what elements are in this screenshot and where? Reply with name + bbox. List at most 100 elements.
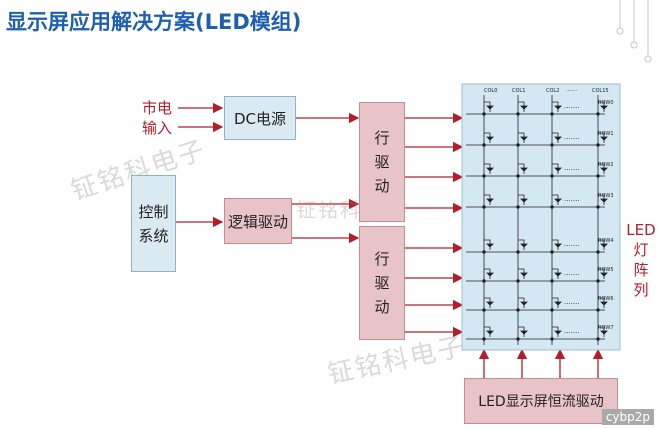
- led-diode: [520, 198, 528, 203]
- logic-driver-block: 逻辑驱动: [224, 198, 292, 244]
- led-array-label: LED 灯 阵 列: [626, 220, 656, 300]
- junction-dot: [550, 250, 554, 254]
- row-label: ROW0: [598, 100, 614, 106]
- led-diode: [486, 105, 494, 110]
- dc-power-block: DC电源: [224, 96, 296, 140]
- led-diode: [600, 301, 608, 306]
- col-label: COL2: [546, 88, 559, 94]
- ellipsis-label: ·······: [564, 135, 580, 143]
- col-label: ·······: [566, 88, 578, 94]
- ellipsis-label: ·······: [564, 104, 580, 112]
- junction-dot: [516, 279, 520, 283]
- row-label: ROW6: [598, 296, 614, 302]
- led-diode: [554, 198, 562, 203]
- led-array-label-line3: 阵: [633, 261, 649, 279]
- row-driver-top-char2: 驱: [374, 153, 390, 171]
- junction-dot: [596, 308, 600, 312]
- row-driver-bottom-char1: 行: [374, 250, 390, 268]
- row-label: ROW1: [598, 131, 614, 137]
- junction-dot: [550, 279, 554, 283]
- row-label: ROW2: [598, 162, 614, 168]
- ellipsis-label: ·······: [564, 197, 580, 205]
- ellipsis-label: ·······: [564, 271, 580, 279]
- junction-dot: [596, 337, 600, 341]
- led-diode: [520, 272, 528, 277]
- junction-dot: [482, 337, 486, 341]
- led-diode: [554, 272, 562, 277]
- led-diode: [486, 198, 494, 203]
- junction-dot: [482, 143, 486, 147]
- led-diode: [600, 198, 608, 203]
- junction-dot: [516, 250, 520, 254]
- led-diode: [600, 136, 608, 141]
- junction-dot: [482, 250, 486, 254]
- row-label: ROW4: [598, 238, 614, 244]
- ellipsis-label: ·······: [564, 166, 580, 174]
- ellipsis-label: ·······: [564, 300, 580, 308]
- junction-dot: [550, 308, 554, 312]
- led-diode: [554, 167, 562, 172]
- led-diode: [486, 136, 494, 141]
- col-label: COL15: [592, 88, 609, 94]
- junction-dot: [550, 174, 554, 178]
- row-label: ROW5: [598, 267, 614, 273]
- ellipsis-label: ·······: [564, 242, 580, 250]
- row-driver-bottom-char2: 驱: [374, 274, 390, 292]
- control-system-line1: 控制: [138, 202, 169, 221]
- ellipsis-label: ·······: [564, 329, 580, 337]
- led-diode: [520, 330, 528, 335]
- led-diode: [520, 167, 528, 172]
- junction-dot: [482, 308, 486, 312]
- junction-dot: [482, 205, 486, 209]
- junction-dot: [550, 143, 554, 147]
- led-diode: [486, 301, 494, 306]
- mains-input-label: 市电 输入: [134, 98, 180, 138]
- junction-dot: [516, 112, 520, 116]
- junction-dot: [596, 205, 600, 209]
- led-diode: [554, 301, 562, 306]
- row-driver-top-char3: 动: [374, 177, 390, 195]
- junction-dot: [550, 205, 554, 209]
- led-diode: [486, 243, 494, 248]
- junction-dot: [596, 250, 600, 254]
- led-diode: [600, 330, 608, 335]
- led-diode: [554, 136, 562, 141]
- led-diode: [520, 301, 528, 306]
- led-diode: [600, 167, 608, 172]
- led-array-label-line2: 灯: [633, 241, 649, 259]
- junction-dot: [550, 337, 554, 341]
- junction-dot: [516, 143, 520, 147]
- junction-dot: [516, 205, 520, 209]
- junction-dot: [482, 174, 486, 178]
- led-diode: [486, 330, 494, 335]
- led-diode: [554, 243, 562, 248]
- row-label: ROW3: [598, 193, 614, 199]
- junction-dot: [596, 174, 600, 178]
- junction-dot: [516, 308, 520, 312]
- led-diode: [600, 105, 608, 110]
- led-array-label-line1: LED: [626, 221, 656, 239]
- corner-badge: cybp2p: [601, 409, 654, 425]
- row-driver-bottom-block: 行 驱 动: [359, 226, 405, 340]
- row-driver-bottom-char3: 动: [374, 298, 390, 316]
- col-label: COL1: [512, 88, 525, 94]
- led-diode: [600, 272, 608, 277]
- junction-dot: [596, 112, 600, 116]
- page-title: 显示屏应用解决方案(LED模组): [6, 10, 302, 34]
- led-diode: [520, 243, 528, 248]
- control-system-block: 控制 系统: [131, 175, 176, 272]
- row-driver-top-block: 行 驱 动: [359, 102, 405, 222]
- junction-dot: [482, 279, 486, 283]
- row-label: ROW7: [598, 325, 614, 331]
- led-diode: [520, 105, 528, 110]
- constant-current-driver-block: LED显示屏恒流驱动: [464, 378, 618, 424]
- junction-dot: [596, 279, 600, 283]
- led-diode: [486, 167, 494, 172]
- led-diode: [600, 243, 608, 248]
- led-array-label-line4: 列: [633, 281, 649, 299]
- control-system-line2: 系统: [138, 226, 169, 245]
- junction-dot: [516, 337, 520, 341]
- mains-input-line1: 市电: [141, 99, 172, 117]
